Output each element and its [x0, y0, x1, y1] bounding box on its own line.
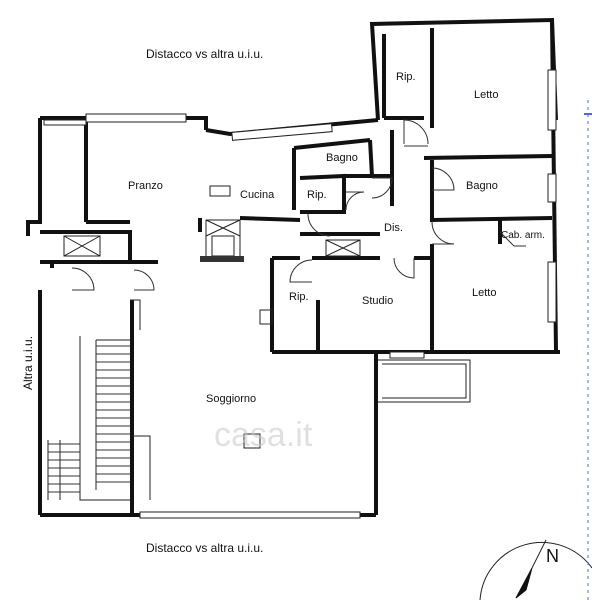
label-distacco-top: Distacco vs altra u.i.u. [146, 47, 263, 61]
balcony [378, 359, 471, 403]
fixtures [63, 185, 361, 449]
label-rip-low: Rip. [289, 291, 309, 303]
doors [71, 119, 526, 291]
north-arrow: N [479, 539, 592, 600]
room-labels: Distacco vs altra u.i.u. Distacco vs alt… [21, 47, 545, 555]
label-soggiorno: Soggiorno [206, 393, 256, 405]
label-pranzo: Pranzo [128, 180, 163, 192]
label-distacco-bottom: Distacco vs altra u.i.u. [146, 541, 263, 555]
label-letto-top: Letto [474, 89, 498, 101]
north-label: N [546, 546, 559, 566]
windows [43, 69, 557, 519]
interior-walls [40, 28, 553, 515]
label-studio: Studio [362, 295, 393, 307]
stair-steps [48, 345, 130, 493]
label-cab-arm: Cab. arm. [501, 230, 545, 241]
label-rip-top: Rip. [396, 71, 416, 83]
label-bagno-1: Bagno [326, 152, 358, 164]
label-bagno-2: Bagno [466, 180, 498, 192]
label-rip-mid: Rip. [307, 189, 327, 201]
label-altra-uiu: Altra u.i.u. [21, 336, 35, 390]
staircase [47, 299, 151, 501]
north-needle [515, 567, 533, 599]
label-dis: Dis. [384, 222, 403, 234]
watermark: casa.it [214, 416, 313, 454]
label-letto-bottom: Letto [472, 287, 496, 299]
label-cucina: Cucina [240, 189, 275, 201]
